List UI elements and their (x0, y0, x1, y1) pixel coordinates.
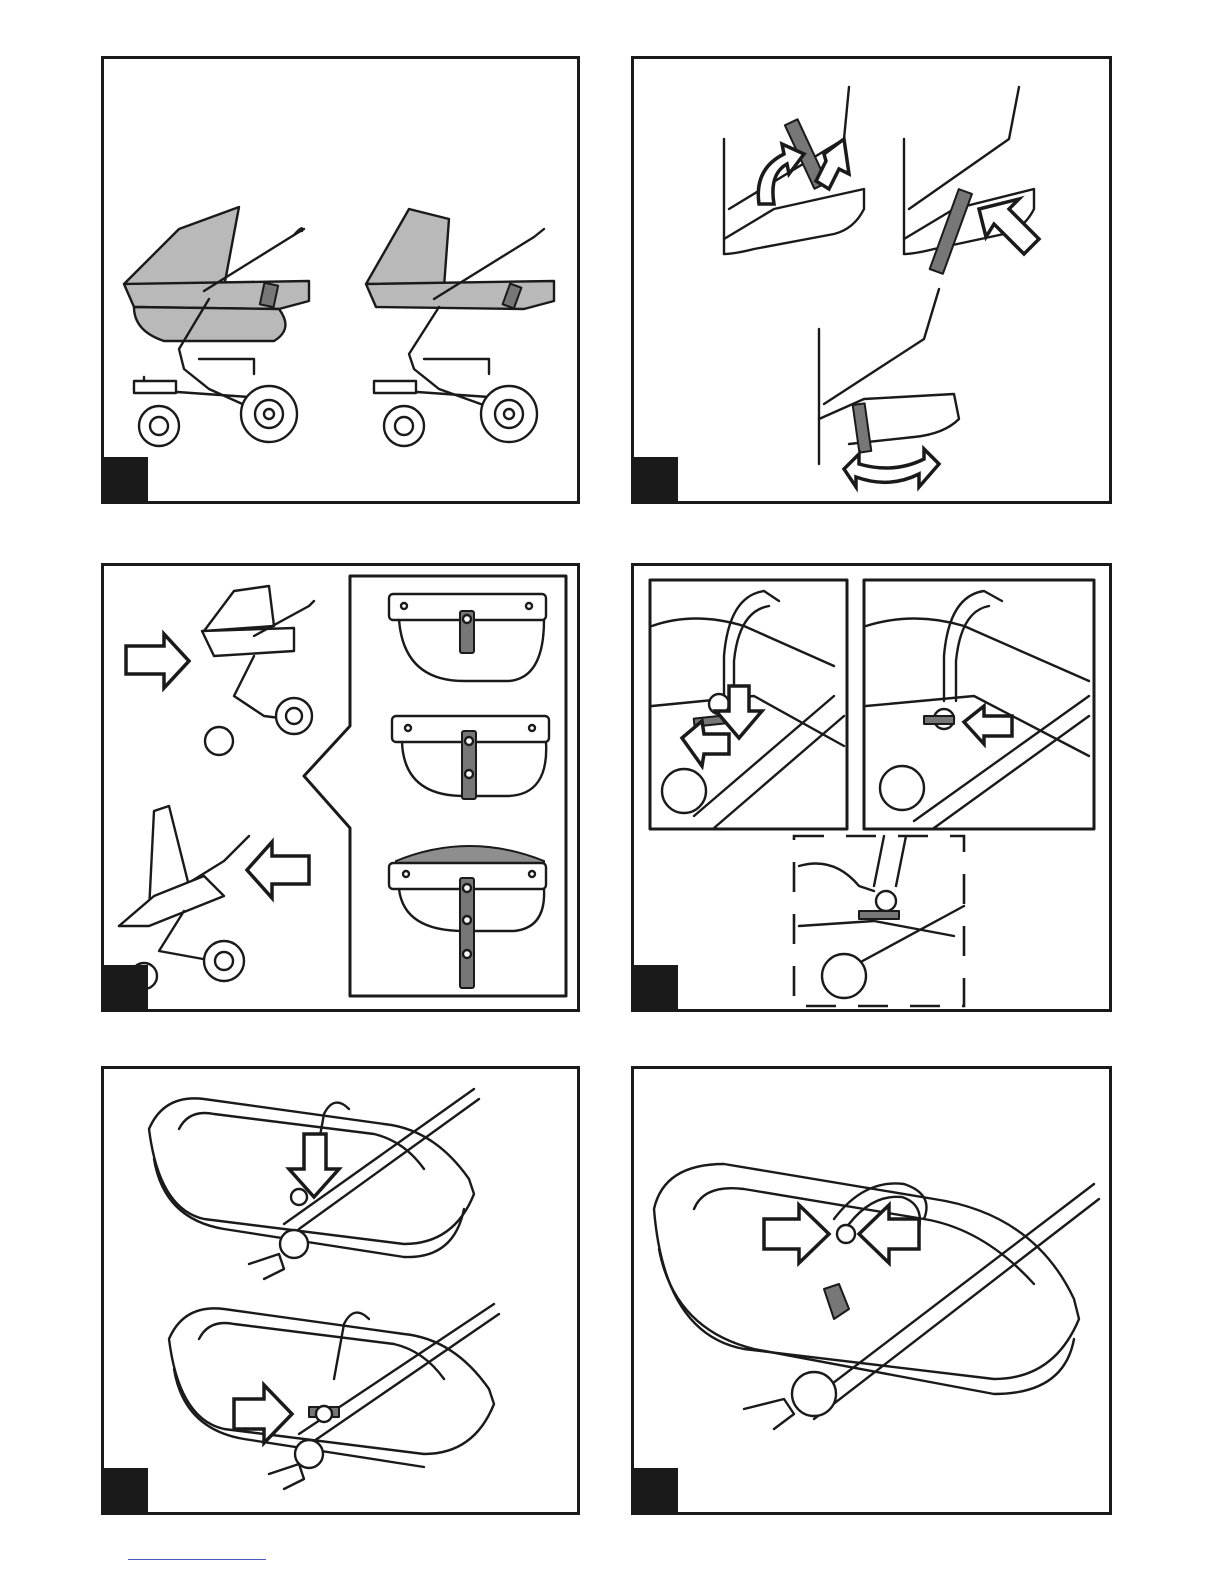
stroller-left (124, 207, 309, 446)
illustration-handle-attach (634, 566, 1109, 1009)
illustration-carrycot-lock (104, 1069, 577, 1512)
instruction-panel-3 (101, 563, 580, 1012)
carrycot-lower (169, 1304, 499, 1489)
footer-link-underline[interactable] (128, 1559, 266, 1560)
illustration-carrycot-orientation (104, 566, 577, 1009)
stroller-facing-right (119, 806, 309, 989)
options-callout (304, 576, 566, 996)
instruction-panel-4 (631, 563, 1112, 1012)
step-number-box (634, 457, 678, 501)
step-number-box (104, 965, 148, 1009)
instruction-panel-2 (631, 56, 1112, 504)
detail-bottom (819, 289, 959, 487)
inset-right (864, 580, 1094, 829)
detail-top-right (904, 87, 1039, 274)
stroller-right (366, 209, 554, 446)
instruction-panel-6 (631, 1066, 1112, 1515)
carrycot-upper (149, 1089, 479, 1279)
step-number-box (104, 457, 148, 501)
dashed-detail (794, 836, 964, 1006)
step-number-box (104, 1468, 148, 1512)
illustration-strollers-carrycot (104, 59, 577, 501)
instruction-panel-5 (101, 1066, 580, 1515)
illustration-bumper-bar (634, 59, 1109, 501)
instruction-panel-1 (101, 56, 580, 504)
illustration-handle-release (634, 1069, 1109, 1512)
stroller-facing-left (126, 586, 314, 755)
step-number-box (634, 965, 678, 1009)
step-number-box (634, 1468, 678, 1512)
inset-left (650, 580, 847, 829)
detail-top-left (724, 87, 864, 254)
